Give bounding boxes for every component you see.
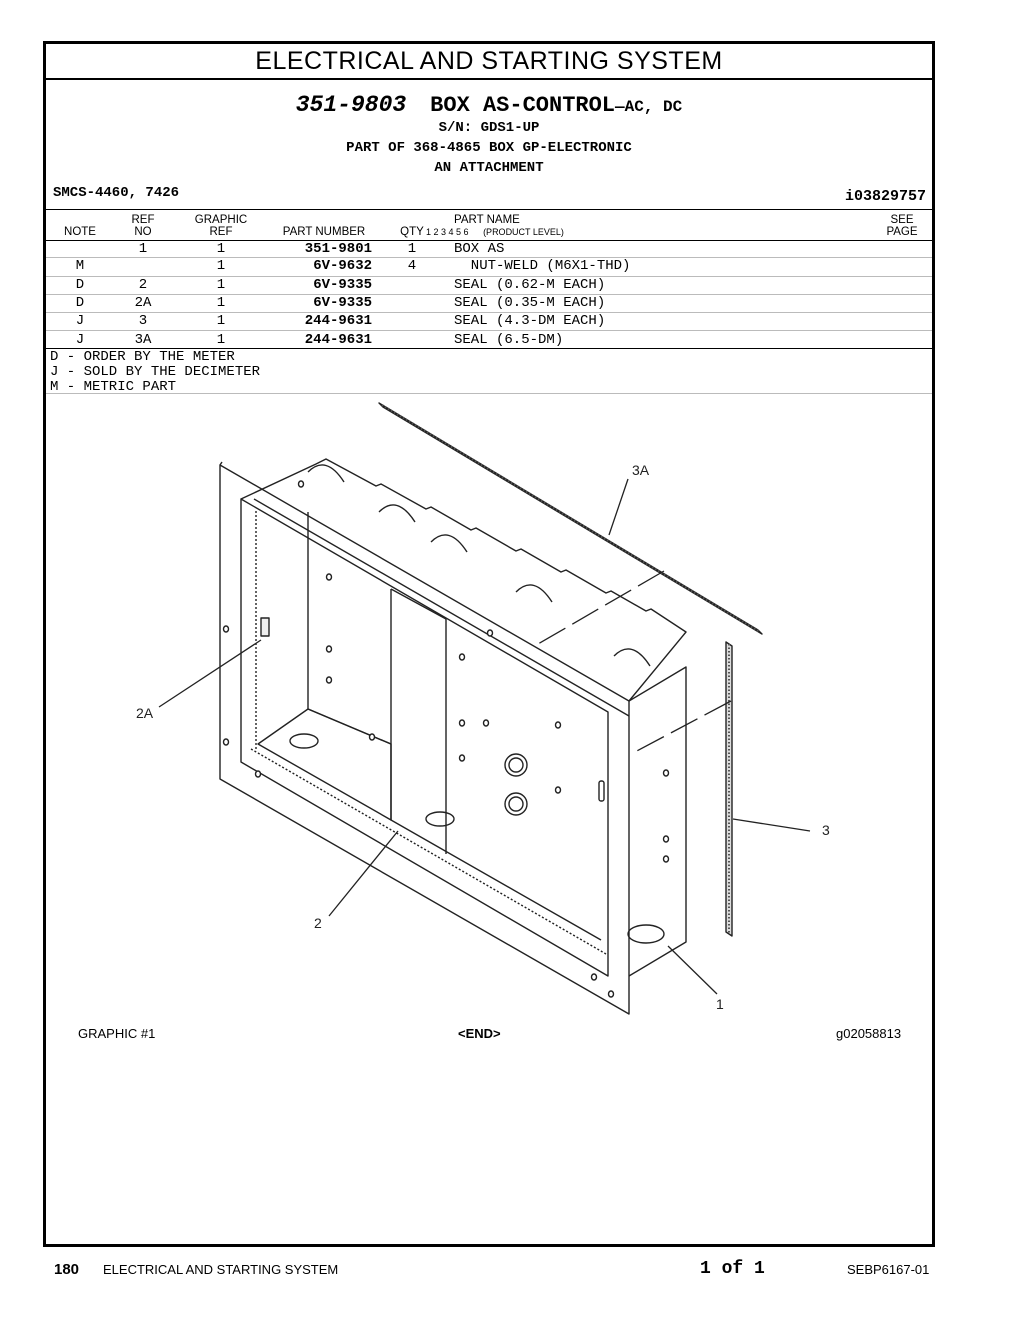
callout-1: 1 xyxy=(716,996,724,1012)
box-knockouts xyxy=(504,753,528,816)
callout-3a: 3A xyxy=(632,462,650,478)
graphic-id: g02058813 xyxy=(836,1026,902,1041)
header-rule xyxy=(46,240,932,241)
callout-2: 2 xyxy=(314,915,322,931)
page-frame: ELECTRICAL AND STARTING SYSTEM 351-9803 B… xyxy=(43,41,935,1247)
seal-3a-strip xyxy=(378,402,763,635)
section-title: ELECTRICAL AND STARTING SYSTEM xyxy=(46,44,932,80)
assembly-heading: 351-9803 BOX AS-CONTROL—AC, DC xyxy=(46,92,932,118)
col-product-levels: 1 2 3 4 5 6 (PRODUCT LEVEL) xyxy=(426,227,564,237)
col-qty: QTY xyxy=(400,226,424,238)
table-top-rule xyxy=(46,209,932,210)
col-part-name: PART NAME xyxy=(454,214,520,226)
assembly-part-suffix: —AC, DC xyxy=(615,98,683,116)
page-number: 180 xyxy=(54,1261,80,1278)
callout-leaders xyxy=(158,478,811,995)
seal-3-strip xyxy=(725,641,733,937)
note-decimeter: J - SOLD BY THE DECIMETER xyxy=(50,364,261,380)
note-metric: M - METRIC PART xyxy=(50,379,177,395)
footer-section: ELECTRICAL AND STARTING SYSTEM xyxy=(103,1262,339,1277)
graphic-label: GRAPHIC #1 xyxy=(78,1026,156,1041)
part-of-line: PART OF 368-4865 BOX GP-ELECTRONIC xyxy=(346,140,632,156)
box-front-flange xyxy=(219,461,630,1015)
callout-2a: 2A xyxy=(136,705,154,721)
assembly-part-number: 351-9803 xyxy=(295,92,407,118)
illustration-id: i03829757 xyxy=(844,188,926,205)
smcs-code: SMCS-4460, 7426 xyxy=(53,185,180,201)
end-marker: <END> xyxy=(458,1026,501,1041)
serial-range: S/N: GDS1-UP xyxy=(438,120,540,136)
attachment-line: AN ATTACHMENT xyxy=(434,160,544,176)
col-note: NOTE xyxy=(64,226,96,238)
doc-id: SEBP6167-01 xyxy=(847,1262,930,1277)
col-part-number: PART NUMBER xyxy=(282,226,366,238)
box-top-wall xyxy=(240,458,687,717)
mounting-holes xyxy=(222,480,670,998)
exploded-view-drawing: 3A 2A 3 2 1 xyxy=(136,402,830,1015)
page-of: 1 of 1 xyxy=(700,1259,765,1279)
callout-3: 3 xyxy=(822,822,830,838)
box-right-wall xyxy=(598,666,687,977)
nut-weld-bracket xyxy=(260,617,270,637)
assembly-part-name: BOX AS-CONTROL xyxy=(430,93,616,118)
note-meter: D - ORDER BY THE METER xyxy=(50,349,235,365)
box-interior xyxy=(250,511,607,955)
